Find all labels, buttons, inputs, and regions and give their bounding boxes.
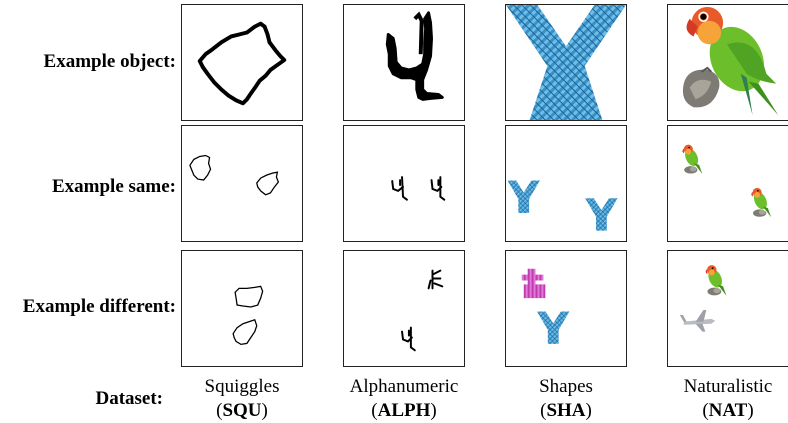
squiggles-object-drawing — [197, 21, 287, 106]
squiggles-different-panel — [181, 250, 303, 367]
squiggles-object-panel — [181, 4, 303, 121]
dataset-name: Alphanumeric — [349, 376, 459, 397]
shapes-different-panel — [505, 250, 627, 367]
alphanumeric-object-panel — [343, 4, 465, 121]
alphanumeric-different-panel — [343, 250, 465, 367]
naturalistic-same-panel — [667, 125, 788, 242]
naturalistic-object-panel — [667, 4, 788, 121]
dataset-label-shapes: Shapes (SHA) — [486, 375, 646, 423]
alphanumeric-different-drawing — [401, 269, 444, 352]
shapes-same-panel — [505, 125, 627, 242]
naturalistic-same-drawing — [682, 144, 772, 218]
alphanumeric-object-drawing — [385, 11, 444, 101]
dataset-name: Naturalistic — [683, 376, 773, 397]
dataset-name: Shapes — [539, 376, 593, 397]
dataset-abbr: SQU — [222, 400, 262, 421]
alphanumeric-same-panel — [343, 125, 465, 242]
squiggles-different-drawing — [232, 285, 264, 346]
dataset-abbr-line: (NAT) — [702, 400, 754, 421]
dataset-abbr-line: (SQU) — [216, 400, 268, 421]
dataset-label-squiggles: Squiggles (SQU) — [162, 375, 322, 423]
squiggles-same-panel — [181, 125, 303, 242]
alphanumeric-same-drawing — [391, 176, 446, 201]
dataset-abbr-line: (ALPH) — [371, 400, 437, 421]
shapes-object-panel — [505, 4, 627, 121]
dataset-label-naturalistic: Naturalistic (NAT) — [648, 375, 788, 423]
shapes-different-drawing — [521, 268, 570, 344]
dataset-abbr: NAT — [708, 400, 748, 421]
row-label-dataset: Dataset: — [95, 388, 163, 409]
airplane-icon — [679, 309, 716, 332]
row-label-object: Example object: — [43, 51, 176, 72]
dataset-name: Squiggles — [204, 376, 280, 397]
parrot-object-image — [682, 6, 779, 116]
naturalistic-different-panel — [667, 250, 788, 367]
naturalistic-different-drawing — [679, 265, 727, 332]
row-label-same: Example same: — [51, 176, 176, 197]
dataset-abbr: ALPH — [377, 400, 431, 421]
dataset-abbr: SHA — [546, 400, 586, 421]
row-label-different: Example different: — [22, 296, 176, 317]
shapes-same-drawing — [507, 180, 618, 231]
dataset-abbr-line: (SHA) — [540, 400, 592, 421]
shapes-object-drawing — [506, 5, 626, 120]
dataset-label-alphanumeric: Alphanumeric (ALPH) — [324, 375, 484, 423]
squiggles-same-drawing — [189, 154, 280, 196]
